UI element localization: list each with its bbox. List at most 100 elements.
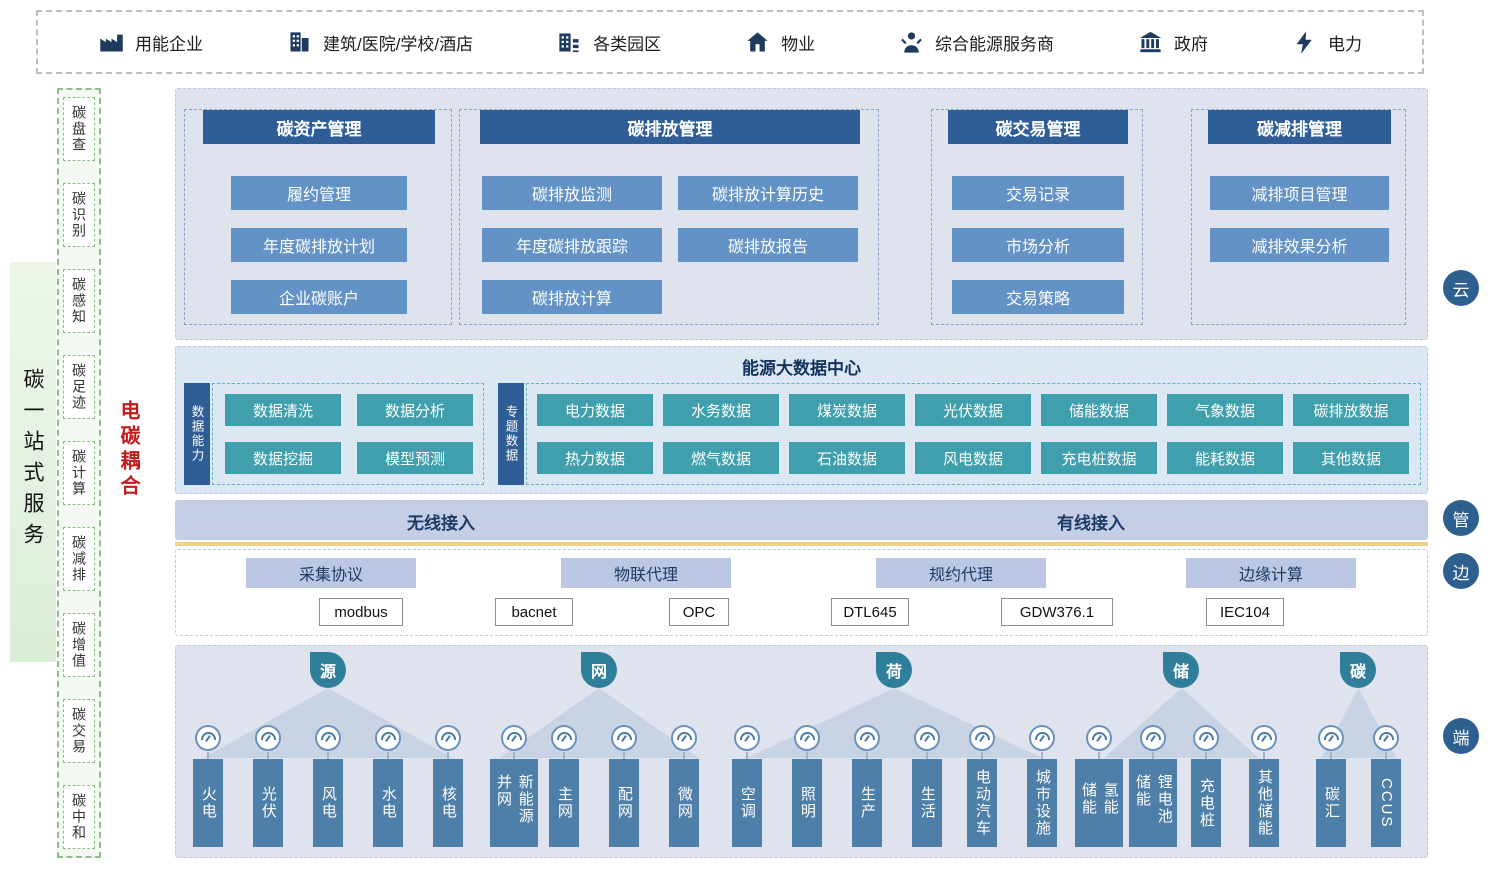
device-bar-label: 照明 [798, 786, 816, 820]
carbon-service-label: 碳交易 [71, 707, 87, 755]
module-item: 履约管理 [231, 176, 407, 210]
top-bar-item-label: 用能企业 [135, 34, 203, 54]
device-bar-label: 微网 [675, 786, 693, 820]
carbon-service-label: 碳中和 [71, 793, 87, 841]
device-bar: 水电 [373, 759, 403, 847]
top-bar-item-label: 物业 [781, 34, 816, 54]
device-bar: 充电桩 [1191, 759, 1221, 847]
device-bar: 光伏 [253, 759, 283, 847]
device-bar: 火电 [193, 759, 223, 847]
device-bar-label: 核电 [439, 786, 457, 820]
device-bar: 配网 [609, 759, 639, 847]
group-fan [499, 688, 699, 758]
group-drop-label: 源 [319, 664, 336, 681]
meter-icon [1318, 725, 1344, 751]
connector-dash [1385, 752, 1387, 759]
layer-badge-edge: 边 [1443, 553, 1479, 589]
module-item: 碳排放计算历史 [678, 176, 858, 210]
device-bar: 风电 [313, 759, 343, 847]
meter-icon [671, 725, 697, 751]
connector-dash [623, 752, 625, 759]
device-bar-label: 风电 [319, 786, 337, 820]
device-bar: 新能源并网 [490, 759, 538, 847]
edge-layer-section: 采集协议 物联代理 规约代理 边缘计算 modbus bacnet OPC DT… [175, 549, 1428, 636]
device-bar-label: 火电 [199, 786, 217, 820]
topic-data-item: 气象数据 [1167, 394, 1283, 426]
module-item: 交易记录 [952, 176, 1124, 210]
device-bar: 其他储能 [1249, 759, 1279, 847]
connector-dash [513, 752, 515, 759]
connector-dash [981, 752, 983, 759]
connector-dash [1330, 752, 1332, 759]
group-drop-label: 荷 [885, 664, 902, 681]
module-item: 年度碳排放计划 [231, 228, 407, 262]
wired-access-label: 有线接入 [1057, 513, 1125, 533]
device-layer-section: 源 火电 光伏 风电 水电 核电 网 新能源并网 主网 配网 微网 荷 [175, 645, 1428, 858]
connector-dash [806, 752, 808, 759]
carbon-service-item: 碳感知 [63, 269, 95, 333]
data-capability-item: 数据清洗 [225, 394, 341, 426]
topic-data-item: 燃气数据 [663, 442, 779, 474]
device-bar-label: 充电桩 [1197, 777, 1215, 829]
device-bar: 电动汽车 [967, 759, 997, 847]
module-header: 碳减排管理 [1208, 110, 1391, 144]
carbon-service-item: 碳足迹 [63, 355, 95, 419]
topic-data-item: 储能数据 [1041, 394, 1157, 426]
module-header: 碳排放管理 [480, 110, 860, 144]
module-item: 企业碳账户 [231, 280, 407, 314]
protocol-box: DTL645 [831, 598, 909, 626]
device-bar-label: 其他储能 [1255, 769, 1273, 837]
top-bar-item: 电力 [1291, 29, 1362, 56]
top-bar-item: 建筑/医院/学校/酒店 [286, 29, 473, 56]
carbon-service-item: 碳减排 [63, 527, 95, 591]
connector-dash [683, 752, 685, 759]
connector-dash [1041, 752, 1043, 759]
connector-dash [746, 752, 748, 759]
module-header: 碳交易管理 [948, 110, 1128, 144]
connector-dash [1205, 752, 1207, 759]
meter-icon [1251, 725, 1277, 751]
device-bar: 微网 [669, 759, 699, 847]
device-bar-label: 水电 [379, 786, 397, 820]
data-capability-item: 数据分析 [357, 394, 473, 426]
layer-badge-device: 端 [1443, 718, 1479, 754]
house-icon [747, 31, 768, 51]
connector-dash [866, 752, 868, 759]
device-bar-label: 锂电池储能 [1134, 774, 1173, 825]
group-drop-grid: 网 [581, 652, 617, 688]
device-bar: 照明 [792, 759, 822, 847]
module-item: 年度碳排放跟踪 [482, 228, 662, 262]
electricity-carbon-coupling-label: 电碳耦合 [117, 400, 139, 500]
layer-badge-pipe: 管 [1443, 500, 1479, 536]
data-center-title: 能源大数据中心 [742, 359, 861, 378]
factory-icon [100, 34, 123, 51]
device-bar: 空调 [732, 759, 762, 847]
device-bar: CCUS [1371, 759, 1401, 847]
device-bar-label: 生活 [918, 786, 936, 820]
connector-dash [327, 752, 329, 759]
top-bar-item: 各类园区 [556, 29, 661, 56]
top-bar-item-label: 综合能源服务商 [935, 34, 1055, 54]
topic-data-item: 电力数据 [537, 394, 653, 426]
module-item: 碳排放报告 [678, 228, 858, 262]
carbon-service-label: 碳计算 [71, 449, 87, 497]
device-bar: 氢能储能 [1075, 759, 1123, 847]
module-item: 碳排放计算 [482, 280, 662, 314]
carbon-service-item: 碳盘查 [63, 97, 95, 161]
carbon-service-label: 碳识别 [71, 191, 87, 239]
topic-data-box: 电力数据 水务数据 煤炭数据 光伏数据 储能数据 气象数据 碳排放数据 热力数据… [526, 383, 1421, 485]
carbon-service-label: 碳增值 [71, 621, 87, 669]
module-item: 减排项目管理 [1210, 176, 1389, 210]
topic-data-tab: 专题数据 [498, 383, 524, 485]
carbon-service-label: 碳减排 [71, 535, 87, 583]
group-drop-label: 储 [1172, 664, 1189, 681]
module-carbon-reduction: 碳减排管理 减排项目管理 减排效果分析 [1191, 109, 1406, 325]
wireless-access-label: 无线接入 [407, 513, 475, 533]
meter-icon [501, 725, 527, 751]
device-bar: 生活 [912, 759, 942, 847]
group-fan [747, 688, 1042, 758]
meter-icon [914, 725, 940, 751]
edge-label: 规约代理 [876, 558, 1046, 588]
meter-icon [1029, 725, 1055, 751]
carbon-service-item: 碳识别 [63, 183, 95, 247]
